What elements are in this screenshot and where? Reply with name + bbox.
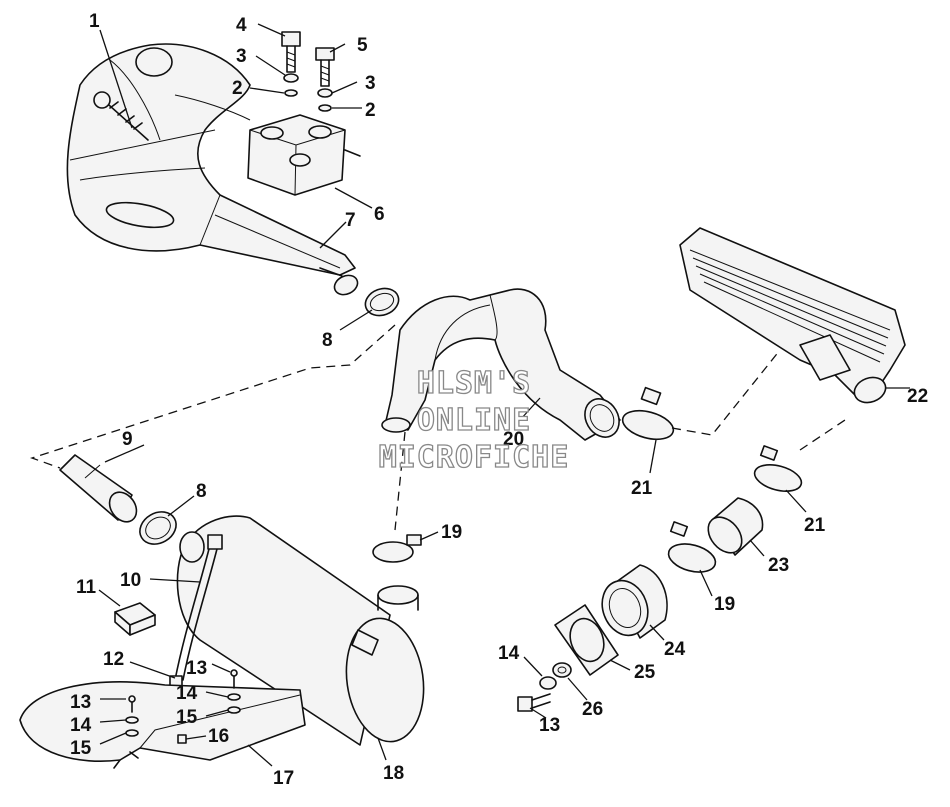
callout-labels: 1 4 5 3 3 2 2 6 7 8 9 8 10 11 12 13 14 1… <box>70 11 928 789</box>
callout-19-lower: 19 <box>714 594 735 615</box>
bolt-4[interactable] <box>281 31 301 73</box>
callout-13-right: 13 <box>539 715 560 736</box>
callout-15-left: 15 <box>70 738 92 759</box>
callout-1: 1 <box>89 11 100 32</box>
mounting-bracket[interactable] <box>19 681 306 769</box>
watermark-line-3: MICROFICHE <box>379 440 570 475</box>
exhaust-pipe[interactable] <box>381 288 626 443</box>
callout-2-right: 2 <box>365 100 376 121</box>
bolt-5[interactable] <box>315 47 335 87</box>
callout-10: 10 <box>120 570 141 591</box>
exhaust-outlet[interactable] <box>595 564 668 642</box>
watermark-line-2: ONLINE <box>417 403 531 438</box>
hose-clamp-19-upper[interactable] <box>372 534 422 563</box>
callout-14-right: 14 <box>498 643 520 664</box>
callout-19-upper: 19 <box>441 522 462 543</box>
rubber-pad[interactable] <box>114 602 156 636</box>
muffler-strap[interactable] <box>169 534 223 687</box>
callout-5: 5 <box>357 35 368 56</box>
callout-15-mid: 15 <box>176 707 198 728</box>
callout-23: 23 <box>768 555 789 576</box>
exhaust-manifold[interactable] <box>247 114 361 196</box>
chamber-spring[interactable] <box>93 91 149 141</box>
hose-clamp-21-lower[interactable] <box>752 445 805 496</box>
callout-12: 12 <box>103 649 124 670</box>
callout-7: 7 <box>345 210 356 231</box>
water-muffler[interactable] <box>679 227 906 407</box>
callout-13-left: 13 <box>70 692 91 713</box>
leader-lines <box>98 23 910 767</box>
callout-24: 24 <box>664 639 686 660</box>
callout-4: 4 <box>236 15 247 36</box>
callout-2-left: 2 <box>232 78 243 99</box>
washer-26[interactable] <box>552 662 572 678</box>
callout-21-upper: 21 <box>631 478 653 499</box>
callout-11: 11 <box>76 577 97 598</box>
muffler-canister[interactable] <box>176 515 431 747</box>
callout-14-left: 14 <box>70 715 92 736</box>
callout-18: 18 <box>383 763 404 784</box>
callout-3-right: 3 <box>365 73 376 94</box>
coupler-clamp-lower[interactable] <box>134 506 182 551</box>
callout-13-mid: 13 <box>186 658 207 679</box>
callout-6: 6 <box>374 204 385 225</box>
callout-20: 20 <box>503 429 524 450</box>
callout-8-upper: 8 <box>322 330 333 351</box>
callout-8-lower: 8 <box>196 481 207 502</box>
bracket-hardware[interactable] <box>125 669 241 744</box>
rubber-coupler[interactable] <box>701 497 764 559</box>
connector-pipe[interactable] <box>59 454 142 527</box>
coupler-clamp-upper[interactable] <box>362 284 403 320</box>
hose-clamp-19-lower[interactable] <box>665 521 718 577</box>
bolt-13-right[interactable] <box>517 693 551 712</box>
hose-clamp-21-upper[interactable] <box>620 386 677 445</box>
washers[interactable] <box>283 73 333 112</box>
callout-21-lower: 21 <box>804 515 826 536</box>
callout-25: 25 <box>634 662 656 683</box>
callout-14-mid: 14 <box>176 683 198 704</box>
callout-16: 16 <box>208 726 229 747</box>
callout-17: 17 <box>273 768 294 789</box>
outlet-gasket[interactable] <box>554 604 619 676</box>
callout-22: 22 <box>907 386 928 407</box>
watermark: HLSM'S ONLINE MICROFICHE <box>378 365 570 475</box>
assembly-lines <box>29 324 846 531</box>
expansion-chamber[interactable] <box>66 43 360 298</box>
callout-3-left: 3 <box>236 46 247 67</box>
callout-26: 26 <box>582 699 603 720</box>
watermark-line-1: HLSM'S <box>417 366 531 401</box>
callout-9: 9 <box>122 429 133 450</box>
washer-14-right[interactable] <box>539 676 557 690</box>
